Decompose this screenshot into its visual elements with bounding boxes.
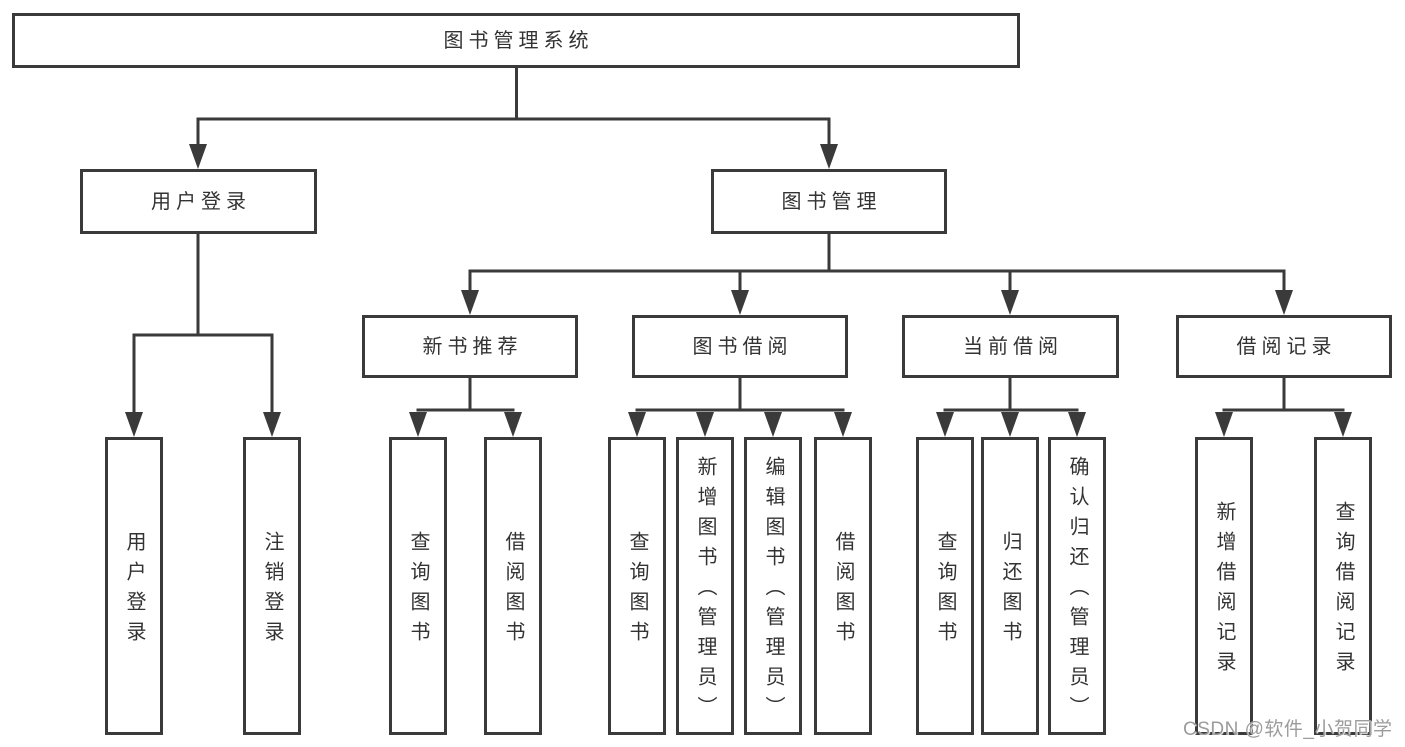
node-label: 图书管理系统 (443, 29, 594, 52)
arrow-down-icon (820, 144, 838, 169)
node-borrowing-records: 借阅记录 (1176, 315, 1392, 378)
node-label: 新书推荐 (422, 335, 523, 358)
node-label: 用户登录 (123, 531, 145, 651)
arrow-down-icon (263, 412, 281, 437)
leaf-user-login: 用户登录 (105, 437, 163, 735)
arrow-down-icon (1215, 412, 1233, 437)
node-label: 借阅记录 (1236, 335, 1337, 358)
node-label: 查询图书 (407, 531, 429, 651)
arrow-down-icon (1334, 412, 1352, 437)
arrow-down-icon (696, 412, 714, 437)
arrow-down-icon (1001, 412, 1019, 437)
node-book-borrowing: 图书借阅 (632, 315, 848, 378)
arrow-down-icon (504, 412, 522, 437)
node-current-borrowing: 当前借阅 (902, 315, 1119, 378)
leaf-logout: 注销登录 (243, 437, 301, 735)
node-book-management: 图书管理 (711, 169, 947, 234)
arrow-down-icon (1275, 290, 1293, 315)
leaf-query-borrow-record: 查询借阅记录 (1314, 437, 1372, 735)
node-label: 借阅图书 (832, 531, 854, 651)
node-label: 新增借阅记录 (1213, 501, 1235, 681)
arrow-down-icon (409, 412, 427, 437)
arrow-down-icon (125, 412, 143, 437)
leaf-query-books-borrow: 查询图书 (608, 437, 666, 735)
node-label: 当前借阅 (963, 335, 1063, 358)
leaf-borrow-books-recommend: 借阅图书 (484, 437, 542, 735)
node-library-management-system: 图书管理系统 (12, 13, 1020, 68)
leaf-add-books-admin: 新增图书（管理员） (676, 437, 734, 735)
leaf-query-books-recommend: 查询图书 (389, 437, 447, 735)
node-label: 归还图书 (999, 531, 1021, 651)
node-label: 注销登录 (261, 531, 283, 651)
node-label: 用户登录 (151, 190, 251, 213)
arrow-down-icon (1001, 290, 1019, 315)
leaf-add-borrow-record: 新增借阅记录 (1195, 437, 1253, 735)
watermark: CSDN @软件_小贺同学 (1183, 719, 1393, 740)
arrow-down-icon (1068, 412, 1086, 437)
arrow-down-icon (189, 144, 207, 169)
node-user-login: 用户登录 (80, 169, 317, 234)
node-label: 图书管理 (781, 190, 882, 213)
leaf-return-books: 归还图书 (981, 437, 1039, 735)
node-label: 编辑图书（管理员） (762, 456, 784, 726)
node-label: 查询借阅记录 (1332, 501, 1354, 681)
node-label: 查询图书 (934, 531, 956, 651)
node-label: 查询图书 (626, 531, 648, 651)
leaf-edit-books-admin: 编辑图书（管理员） (744, 437, 802, 735)
arrow-down-icon (731, 290, 749, 315)
arrow-down-icon (461, 290, 479, 315)
leaf-query-books-current: 查询图书 (916, 437, 974, 735)
leaf-borrow-books: 借阅图书 (814, 437, 872, 735)
arrow-down-icon (936, 412, 954, 437)
arrow-down-icon (834, 412, 852, 437)
node-new-book-recommendation: 新书推荐 (362, 315, 578, 378)
leaf-confirm-return-admin: 确认归还（管理员） (1048, 437, 1106, 735)
node-label: 确认归还（管理员） (1066, 456, 1088, 726)
node-label: 借阅图书 (502, 531, 524, 651)
arrow-group (125, 144, 1352, 437)
connector-line-group (132, 68, 1345, 413)
node-label: 新增图书（管理员） (694, 456, 716, 726)
arrow-down-icon (764, 412, 782, 437)
arrow-down-icon (628, 412, 646, 437)
node-label: 图书借阅 (692, 335, 793, 358)
